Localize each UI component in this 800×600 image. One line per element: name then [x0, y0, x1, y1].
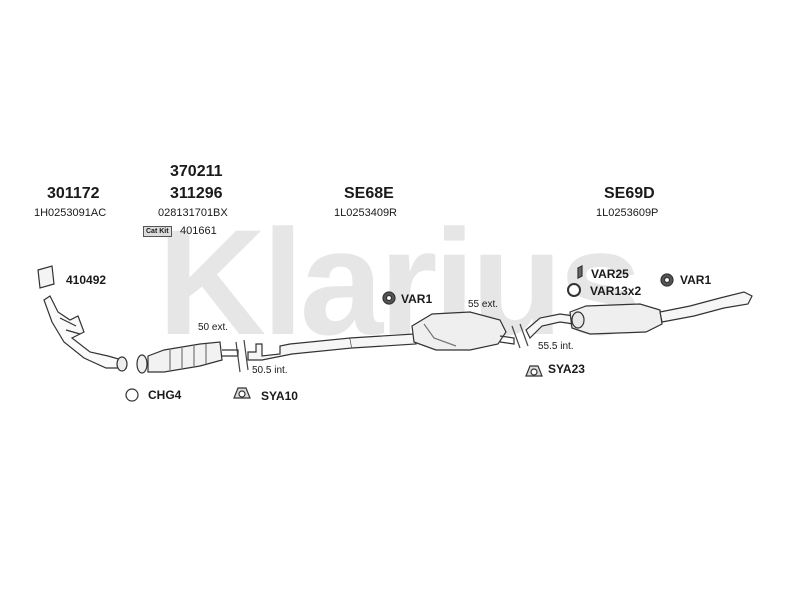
sya23-label: SYA23: [548, 362, 585, 376]
var13-label: VAR13x2: [590, 284, 642, 298]
var1-centre-label: VAR1: [401, 292, 433, 306]
centre-box-part-number: SE68E: [344, 185, 394, 202]
rear-box-oe-number: 1L0253609P: [596, 207, 659, 219]
klarius-watermark: Klarius: [157, 212, 643, 352]
var1-rear-label: VAR1: [680, 273, 712, 287]
gasket-icon: [37, 265, 55, 289]
centre-silencer-icon: [411, 311, 507, 351]
var13-icon: [567, 283, 581, 297]
catalyst-oe-number: 028131701BX: [158, 207, 228, 219]
front-pipe: [43, 295, 127, 369]
dimension-55-5-int: 55.5 int.: [538, 341, 574, 352]
cat-kit-number: 401661: [180, 225, 217, 237]
rear-box-part-number: SE69D: [604, 185, 655, 202]
catalyst-icon: [147, 341, 223, 373]
manifold-oe-number: 1H0253091AC: [34, 207, 107, 219]
gasket-label: 410492: [66, 273, 107, 287]
catalyst-part-number: 311296: [170, 185, 223, 202]
var25-label: VAR25: [591, 267, 629, 281]
cat-kit-badge: Cat Kit: [143, 226, 172, 237]
chg4-label: CHG4: [148, 388, 182, 402]
catalyst-part-number-top: 370211: [170, 163, 223, 180]
manifold-part-number: 301172: [47, 185, 100, 202]
chg4-icon: [125, 388, 139, 402]
dimension-50-5-int: 50.5 int.: [252, 365, 288, 376]
dimension-55-ext: 55 ext.: [468, 299, 499, 310]
centre-box-oe-number: 1L0253409R: [334, 207, 398, 219]
sya10-label: SYA10: [261, 389, 298, 403]
var25-icon: [577, 265, 583, 279]
rear-silencer-icon: [569, 303, 663, 335]
dimension-50-ext: 50 ext.: [198, 322, 229, 333]
